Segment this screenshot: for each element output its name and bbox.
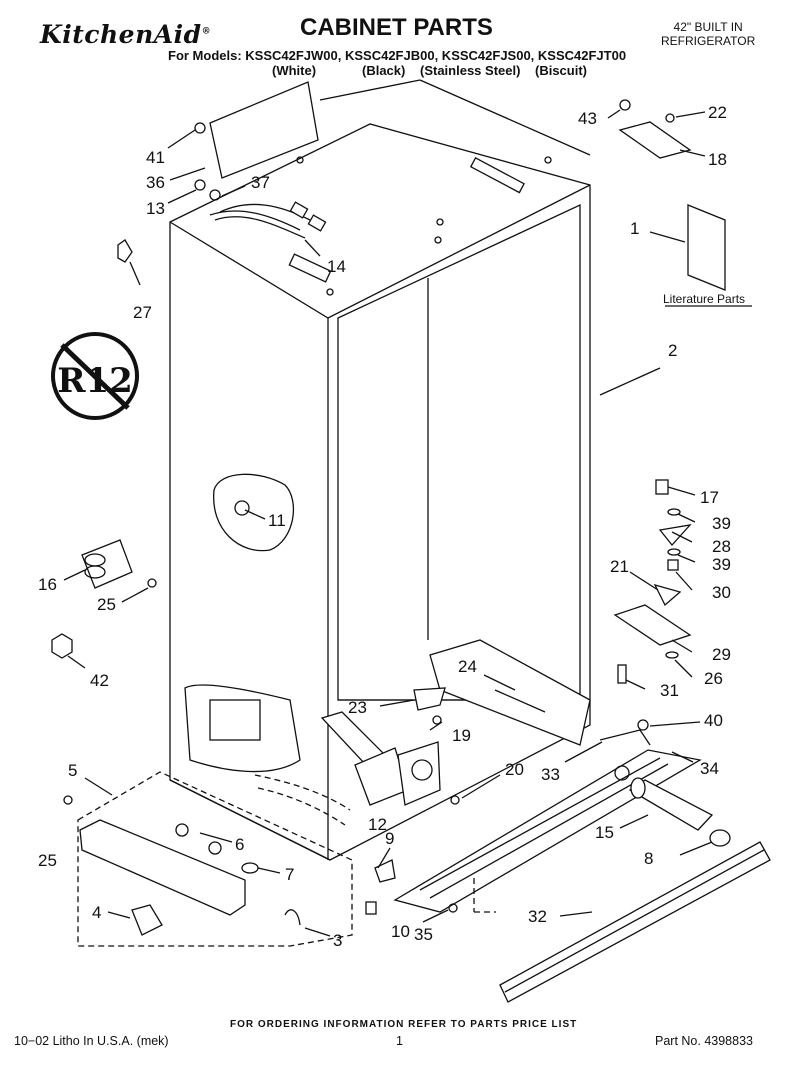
callout-32: 32 — [528, 907, 547, 926]
base-assembly — [63, 771, 353, 947]
callout-4: 4 — [92, 903, 101, 922]
top-hinge — [618, 99, 692, 159]
callout-34: 34 — [700, 759, 719, 778]
nut-42 — [51, 633, 73, 659]
clip-27 — [117, 239, 133, 263]
small-parts — [365, 715, 651, 915]
callout-25b: 25 — [38, 851, 57, 870]
callout-33: 33 — [541, 765, 560, 784]
model-color-biscuit: (Biscuit) — [535, 63, 587, 78]
callout-42: 42 — [90, 671, 109, 690]
callout-5: 5 — [68, 761, 77, 780]
product-subtitle: 42" BUILT IN REFRIGERATOR — [661, 20, 755, 48]
callout-37: 37 — [251, 173, 270, 192]
callout-21: 21 — [610, 557, 629, 576]
callout-7: 7 — [285, 865, 294, 884]
callout-1: 1 — [630, 219, 639, 238]
subtitle-line-2: REFRIGERATOR — [661, 34, 756, 48]
callout-20: 20 — [505, 760, 524, 779]
callout-27: 27 — [133, 303, 152, 322]
callout-35: 35 — [414, 925, 433, 944]
callout-30: 30 — [712, 583, 731, 602]
callout-8: 8 — [644, 849, 653, 868]
callout-labels: 1 2 3 4 5 6 7 8 9 11 12 13 14 15 16 17 1… — [38, 103, 731, 950]
callout-13: 13 — [146, 199, 165, 218]
callout-36: 36 — [146, 173, 165, 192]
model-color-black: (Black) — [362, 63, 406, 78]
brand-logo: KitchenAid® — [40, 20, 211, 49]
callout-24: 24 — [458, 657, 477, 676]
callout-18: 18 — [708, 150, 727, 169]
callout-39a: 39 — [712, 514, 731, 533]
litho-info: 10−02 Litho In U.S.A. (mek) — [14, 1034, 169, 1048]
callout-28: 28 — [712, 537, 731, 556]
tube-15 — [628, 777, 731, 847]
brand-mark: ® — [201, 26, 212, 37]
callout-10: 10 — [391, 922, 410, 941]
wire-harness — [209, 201, 327, 239]
callout-40: 40 — [704, 711, 723, 730]
callout-25a: 25 — [97, 595, 116, 614]
literature-booklet — [665, 204, 752, 307]
callout-6: 6 — [235, 835, 244, 854]
literature-parts-label: Literature Parts — [663, 292, 746, 306]
compressor-area — [184, 684, 351, 826]
duct-12 — [320, 711, 441, 806]
evaporator-rail — [413, 639, 591, 746]
callout-43: 43 — [578, 109, 597, 128]
plug-cutaway — [213, 473, 295, 552]
callout-14: 14 — [327, 257, 346, 276]
model-color-stainless: (Stainless Steel) — [420, 63, 521, 78]
callout-16: 16 — [38, 575, 57, 594]
subtitle-line-1: 42" BUILT IN — [673, 20, 743, 34]
callout-2: 2 — [668, 341, 677, 360]
r12-text: R12 — [57, 361, 133, 401]
ordering-note: FOR ORDERING INFORMATION REFER TO PARTS … — [230, 1019, 578, 1030]
callout-12: 12 — [368, 815, 387, 834]
toe-grille — [473, 841, 771, 1003]
left-hinge — [81, 539, 157, 589]
callout-22: 22 — [708, 103, 727, 122]
callout-19: 19 — [452, 726, 471, 745]
callout-23: 23 — [348, 698, 367, 717]
part-number: Part No. 4398833 — [655, 1034, 753, 1048]
no-r12-symbol: R12 — [51, 332, 139, 420]
base-grille — [393, 749, 702, 913]
model-list: For Models: KSSC42FJW00, KSSC42FJB00, KS… — [168, 48, 627, 63]
callout-39b: 39 — [712, 555, 731, 574]
callout-15: 15 — [595, 823, 614, 842]
callout-17: 17 — [700, 488, 719, 507]
callout-26: 26 — [704, 669, 723, 688]
callout-31: 31 — [660, 681, 679, 700]
brand-text: KitchenAid — [40, 20, 202, 49]
rear-panel — [194, 79, 591, 201]
callout-11: 11 — [268, 511, 286, 530]
page-number: 1 — [396, 1034, 403, 1048]
bottom-right-hinge — [613, 479, 692, 684]
leader-lines — [63, 109, 713, 937]
callout-3: 3 — [333, 931, 342, 950]
callout-9: 9 — [385, 829, 394, 848]
callout-41: 41 — [146, 148, 165, 167]
callout-29: 29 — [712, 645, 731, 664]
model-color-white: (White) — [272, 63, 317, 78]
page-title: CABINET PARTS — [300, 14, 493, 41]
